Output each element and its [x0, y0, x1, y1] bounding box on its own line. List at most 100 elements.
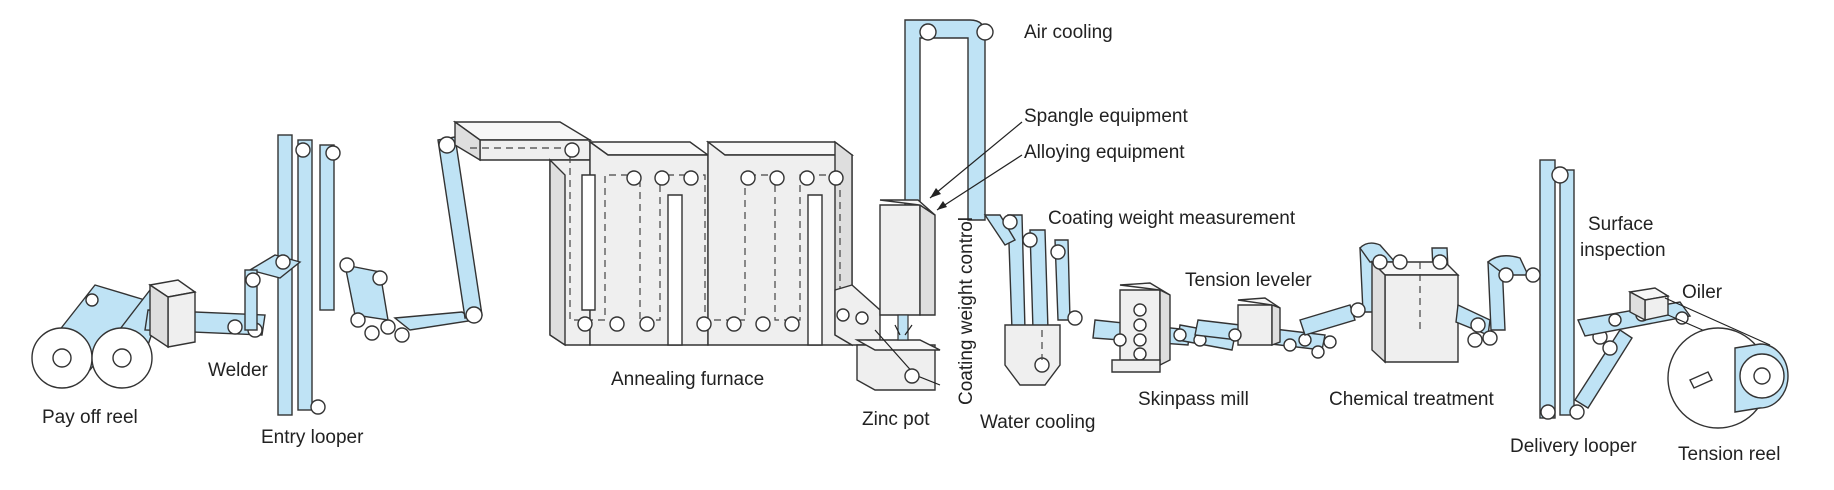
pay-off-coil-2-hub [112, 348, 132, 368]
chemical-roll-2 [1372, 254, 1388, 270]
chemical-roll-4 [1432, 254, 1448, 270]
welder-side [149, 283, 169, 349]
furnace-roll-t7 [828, 170, 844, 186]
chemical-roll-1 [1350, 302, 1366, 318]
tension-leveler-roll-2 [1283, 338, 1297, 352]
delivery-looper-roll-in-1 [1498, 267, 1514, 283]
label-coating-weight-control: Coating weight control [956, 217, 977, 405]
furnace-roll-b4 [696, 316, 712, 332]
entry-looper-exit-roll-3 [350, 312, 366, 328]
delivery-looper-top-roll [1551, 166, 1569, 184]
alloying-leader [936, 154, 1023, 211]
entry-looper-roll-left [245, 272, 261, 288]
label-annealing-furnace: Annealing furnace [611, 369, 764, 390]
pay-off-guide-roll [85, 293, 99, 307]
delivery-looper-roll-out-2 [1602, 340, 1618, 356]
furnace-roll-t5 [769, 170, 785, 186]
furnace-drop-side [549, 158, 566, 347]
furnace-roll-b3 [639, 316, 655, 332]
entry-looper-exit-roll-1 [339, 257, 355, 273]
welder [144, 279, 266, 349]
label-spangle-equipment: Spangle equipment [1024, 106, 1188, 127]
pay-off-coil-1-hub [52, 348, 72, 368]
chemical-strip-top [1359, 242, 1397, 263]
pay-off-reel [31, 284, 166, 389]
entry-looper-strand-2 [297, 139, 313, 411]
label-alloying-equipment: Alloying equipment [1024, 142, 1185, 163]
water-cooling-roll-4 [1067, 310, 1083, 326]
furnace-roll-b5 [726, 316, 742, 332]
furnace-roll-top-entry [564, 142, 580, 158]
skinpass-roll-3 [1133, 333, 1147, 347]
delivery-looper-strand-1 [1539, 159, 1556, 419]
skinpass-base [1111, 359, 1161, 373]
coating-control-side [919, 203, 936, 316]
coating-control-strip [897, 314, 909, 341]
alloying-arrowhead [937, 201, 947, 210]
water-cooling-tank [1004, 324, 1061, 386]
tension-leveler-body [1237, 304, 1273, 346]
furnace-roll-b1 [577, 316, 593, 332]
chemical-roll-6 [1482, 330, 1498, 346]
entry-looper-exit-roll-4 [380, 319, 396, 335]
label-zinc-pot: Zinc pot [862, 409, 930, 430]
skinpass-pinch-1 [1113, 333, 1127, 347]
water-cooling-from-tower [983, 214, 1016, 246]
chemical-treatment [1299, 242, 1498, 364]
chemical-tank-face [1384, 274, 1459, 363]
oiler-roll [1675, 311, 1689, 325]
furnace-block1-top [587, 141, 711, 156]
furnace-entry-roll-top [438, 136, 456, 154]
tension-leveler-roll-5 [1323, 335, 1337, 349]
entry-looper-top-roll-2 [325, 145, 341, 161]
inspection-roll-1 [1608, 313, 1622, 327]
furnace-snout-roll-2 [855, 311, 869, 325]
oiler-side [1629, 290, 1646, 322]
coating-weight-control [879, 199, 936, 341]
skinpass-roll-1 [1133, 303, 1147, 317]
entry-looper-exit-roll-6 [394, 327, 410, 343]
entry-looper-exit-roll-5 [364, 325, 380, 341]
tension-leveler-roll-3 [1298, 333, 1312, 347]
coating-control-top [879, 199, 936, 216]
water-cooling-roll-1 [1002, 214, 1018, 230]
delivery-looper-bottom-roll-1 [1540, 404, 1556, 420]
furnace-cutout-1 [581, 174, 596, 311]
label-chemical-treatment: Chemical treatment [1329, 389, 1494, 410]
chemical-roll-3 [1392, 254, 1408, 270]
entry-looper-exit-roll-2 [372, 270, 388, 286]
label-surface-inspection-line1: Surface [1588, 214, 1653, 235]
furnace-roll-t4 [740, 170, 756, 186]
furnace-roll-b7 [784, 316, 800, 332]
tension-leveler [1194, 297, 1337, 359]
label-skinpass-mill: Skinpass mill [1138, 389, 1249, 410]
air-cooling-strip [904, 19, 986, 221]
skinpass-roll-2 [1133, 318, 1147, 332]
entry-looper-roll-mid [275, 254, 291, 270]
chemical-roll-5 [1470, 317, 1486, 333]
skinpass-stand-side [1159, 288, 1171, 367]
zinc-pot-body [856, 344, 936, 391]
oiler-body [1644, 295, 1669, 321]
coating-control-knife-1 [894, 324, 913, 336]
label-tension-leveler: Tension leveler [1185, 270, 1312, 291]
welder-body [167, 291, 196, 348]
label-entry-looper: Entry looper [261, 427, 364, 448]
air-cooling-roll-left [919, 23, 937, 41]
annealing-furnace [452, 120, 881, 347]
coating-control-body [879, 204, 921, 316]
label-pay-off-reel: Pay off reel [42, 407, 138, 428]
furnace-roll-t2 [654, 170, 670, 186]
zinc-pot-sink-roll [904, 368, 920, 384]
furnace-roll-b2 [609, 316, 625, 332]
entry-looper-top-roll-1 [295, 142, 311, 158]
label-coating-weight-measurement: Coating weight measurement [1048, 208, 1296, 229]
delivery-looper-strand-2 [1559, 169, 1575, 416]
chemical-strip-in [1299, 304, 1356, 336]
furnace-entry-strip [437, 136, 483, 319]
furnace-entry-roll-bottom [465, 306, 483, 324]
delivery-looper-roll-in-2 [1525, 267, 1541, 283]
skinpass-mill [1092, 282, 1236, 373]
label-oiler: Oiler [1682, 282, 1723, 303]
